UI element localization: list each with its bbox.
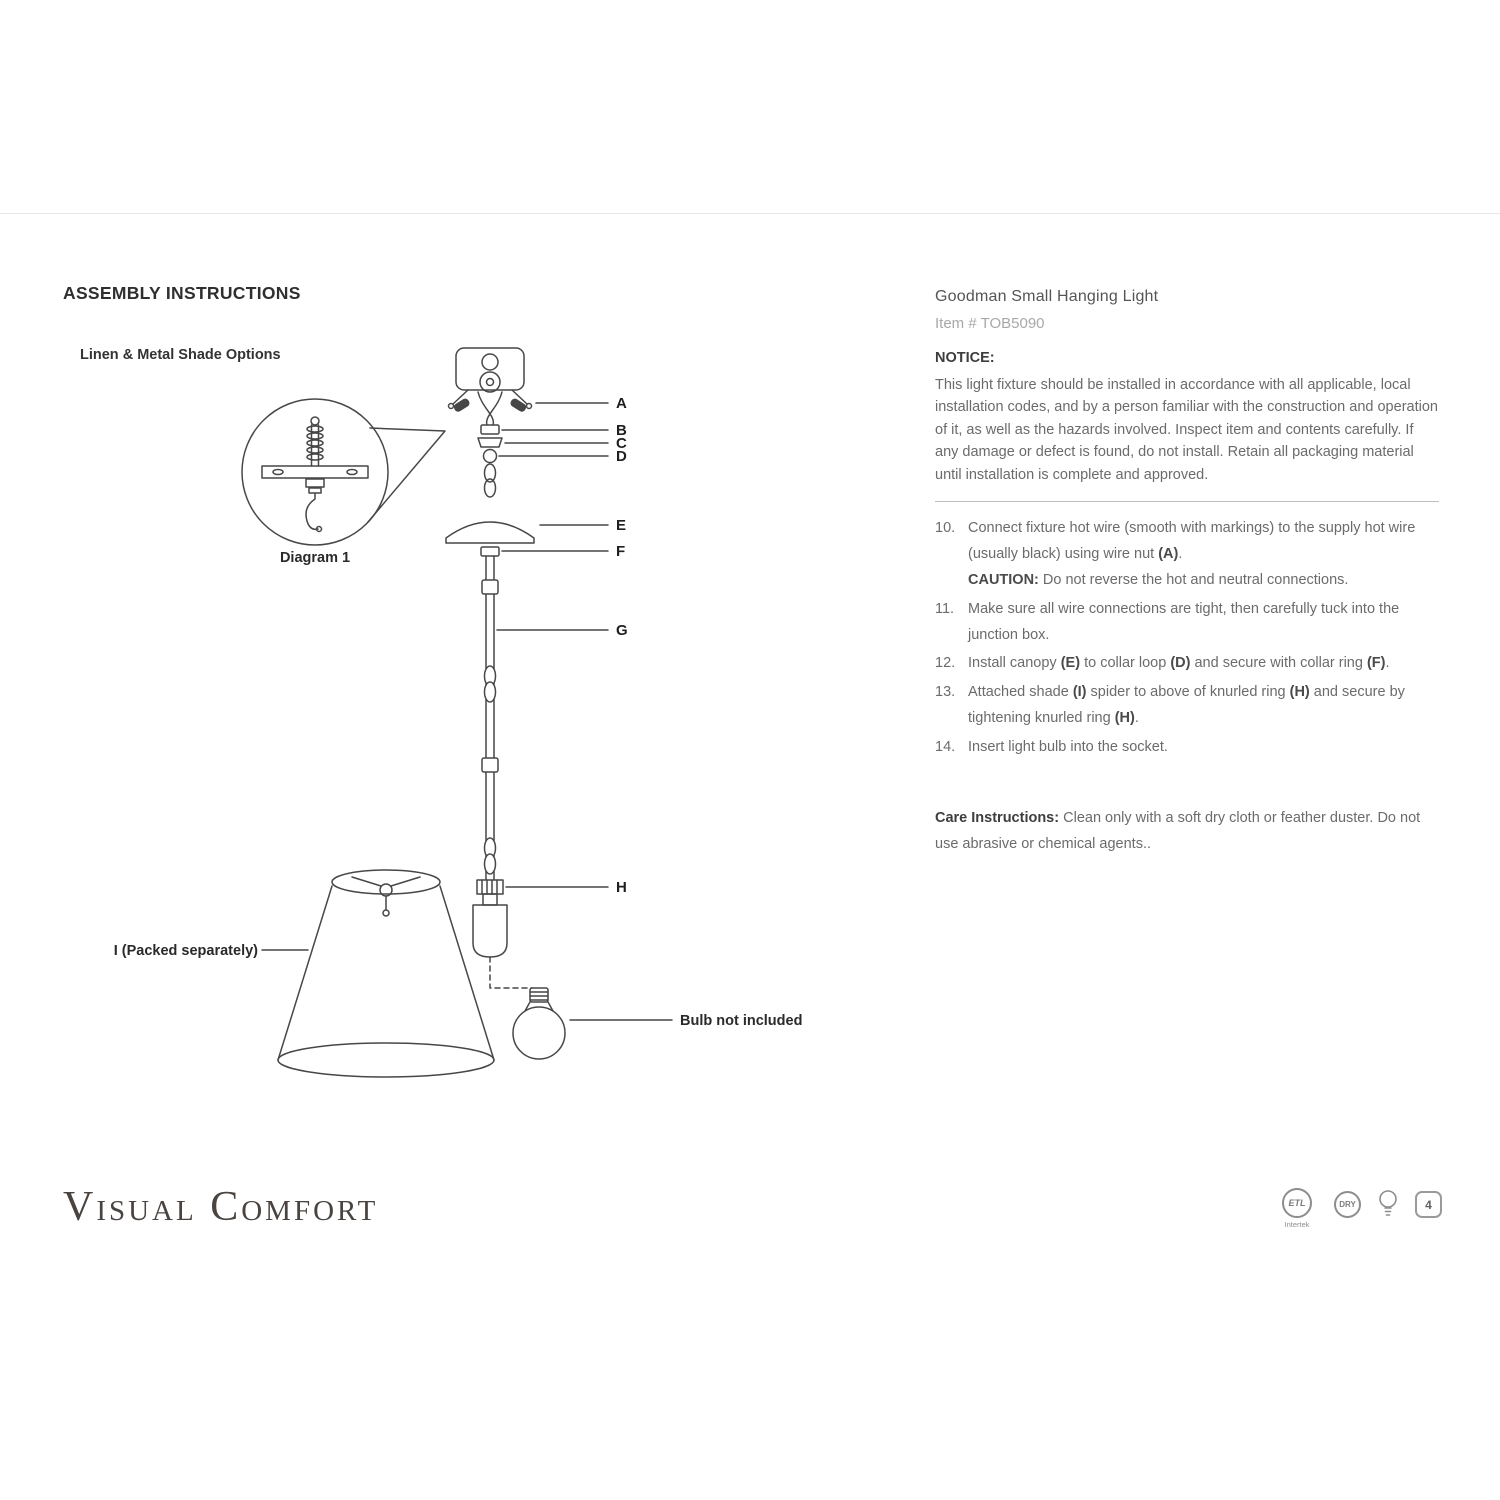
step-text: Attached shade (I) spider to above of kn… — [968, 684, 1405, 726]
notice-body: This light fixture should be installed i… — [935, 377, 1438, 483]
bulb-count-badge: 4 — [1415, 1191, 1442, 1218]
section-divider — [935, 501, 1439, 503]
step-number: 10. — [935, 520, 956, 537]
callout-e: E — [616, 517, 626, 534]
wires-drawing — [453, 391, 527, 426]
etl-certification-icon: ETL Intertek — [1277, 1188, 1317, 1229]
dry-rating-icon: DRY — [1334, 1191, 1361, 1218]
socket-cup-drawing — [472, 879, 508, 958]
care-instructions: Care Instructions: Clean only with a sof… — [935, 805, 1439, 857]
step-text: Install canopy (E) to collar loop (D) an… — [968, 655, 1390, 672]
certification-badges: ETL Intertek DRY 4 — [1277, 1188, 1442, 1229]
bulb-not-included-label: Bulb not included — [680, 1013, 802, 1029]
page-title: ASSEMBLY INSTRUCTIONS — [63, 283, 301, 303]
step-number: 13. — [935, 684, 956, 701]
step-number: 14. — [935, 738, 956, 755]
product-name: Goodman Small Hanging Light — [935, 288, 1159, 305]
step-number: 11. — [935, 600, 955, 617]
step-item: 10. Connect fixture hot wire (smooth with… — [935, 516, 1439, 593]
socket-hardware-drawing — [477, 424, 503, 498]
step-text: Insert light bulb into the socket. — [968, 738, 1168, 755]
step-number: 12. — [935, 655, 956, 672]
callout-g: G — [616, 622, 628, 639]
item-number: Item # TOB5090 — [935, 315, 1045, 332]
assembly-diagram: A B C D E F G H Diagram 1 I (Packed sepa… — [114, 347, 802, 1078]
stem-drawing — [481, 555, 499, 881]
diagram-1-label: Diagram 1 — [280, 550, 350, 566]
visual-comfort-logo: Visual Comfort — [63, 1184, 379, 1230]
callout-a: A — [616, 395, 627, 412]
etl-mark: ETL — [1282, 1188, 1312, 1218]
junction-box-drawing — [447, 347, 533, 410]
callout-lines — [261, 402, 673, 1021]
header-divider — [0, 213, 1500, 214]
care-text: Clean only with a soft dry cloth or feat… — [935, 809, 1421, 852]
instructions-column: Goodman Small Hanging Light Item # TOB50… — [935, 288, 1439, 857]
packed-separately-label: I (Packed separately) — [114, 943, 258, 959]
care-label: Care Instructions: — [935, 809, 1060, 826]
steps-list: 10. Connect fixture hot wire (smooth with… — [935, 516, 1439, 760]
callout-d: D — [616, 448, 627, 465]
step-item: 11. Make sure all wire connections are ti… — [935, 597, 1439, 649]
intertek-label: Intertek — [1284, 1220, 1310, 1229]
callout-c: C — [616, 435, 627, 452]
canopy-drawing — [445, 521, 535, 557]
step-item: 13. Attached shade (I) spider to above of… — [935, 680, 1439, 732]
callout-f: F — [616, 543, 625, 560]
light-bulb-drawing — [512, 987, 566, 1060]
notice-heading: NOTICE: — [935, 350, 995, 366]
step-text: Connect fixture hot wire (smooth with ma… — [968, 520, 1416, 588]
step-item: 14. Insert light bulb into the socket. — [935, 735, 1439, 761]
diagram-1-detail-drawing — [241, 398, 446, 546]
callout-b: B — [616, 422, 627, 439]
step-item: 12. Install canopy (E) to collar loop (D)… — [935, 651, 1439, 677]
shade-options-subtitle: Linen & Metal Shade Options — [80, 347, 281, 363]
callout-h: H — [616, 879, 627, 896]
bulb-connector-dashed-line — [489, 956, 533, 989]
lamp-shade-drawing — [277, 869, 495, 1078]
step-text: Make sure all wire connections are tight… — [968, 600, 1400, 643]
bulb-icon — [1378, 1189, 1398, 1226]
